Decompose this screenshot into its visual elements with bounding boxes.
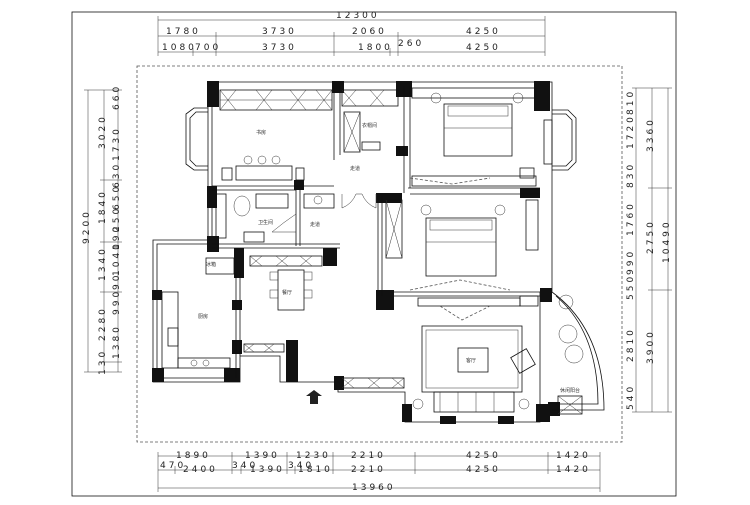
bottom-dim-8: 2400 — [183, 465, 218, 475]
top-dim-7: 3730 — [262, 43, 297, 53]
left-dim-13: 90 — [112, 273, 122, 290]
left-dimensions: 9200 3020 1840 1340 2280 130 660 1730 63… — [82, 84, 122, 375]
room-corridor2-label: 走道 — [310, 221, 320, 228]
windows — [185, 87, 605, 411]
bottom-dim-13: 2210 — [351, 465, 386, 475]
room-corridor-label: 走道 — [350, 165, 360, 172]
drawing-frame — [71, 11, 677, 497]
bottom-total-dim: 13960 — [352, 483, 396, 493]
bottom-dim-10: 1390 — [250, 465, 285, 475]
furniture — [161, 92, 584, 415]
right-dim-10: 2750 — [646, 219, 656, 254]
fridge-label: 冰箱 — [206, 261, 216, 268]
left-dim-12: 1040 — [112, 241, 122, 276]
bottom-dim-3: 1230 — [296, 451, 331, 461]
right-dim-5: 990 — [626, 249, 636, 275]
right-dim-8: 540 — [626, 384, 636, 410]
room-cloakroom-label: 衣帽间 — [362, 122, 377, 129]
top-dim-5: 1080 — [162, 43, 197, 53]
right-dim-2: 1720 — [626, 114, 636, 149]
left-dim-8: 630 — [112, 162, 122, 188]
bottom-dim-15: 1420 — [556, 465, 591, 475]
site-boundary — [136, 65, 623, 443]
right-dim-7: 2810 — [626, 327, 636, 362]
left-dim-9: 650 — [112, 184, 122, 210]
right-dimensions: 810 1720 830 1760 990 550 2810 540 3360 … — [626, 87, 672, 413]
left-dim-6: 660 — [112, 84, 122, 110]
bottom-dim-14: 4250 — [466, 465, 501, 475]
room-study-label: 书房 — [256, 129, 266, 136]
top-dim-6: 700 — [195, 43, 221, 53]
top-dim-8: 1800 — [358, 43, 393, 53]
left-dim-2: 1840 — [98, 189, 108, 224]
top-dim-9: 260 — [398, 39, 424, 49]
left-dim-7: 1730 — [112, 126, 122, 161]
bottom-dim-5: 4250 — [466, 451, 501, 461]
left-dim-14: 990 — [112, 289, 122, 315]
top-dim-3: 2060 — [352, 27, 387, 37]
left-dim-4: 2280 — [98, 306, 108, 341]
top-dim-2: 3730 — [262, 27, 297, 37]
bottom-dim-12: 1810 — [298, 465, 333, 475]
room-living-label: 客厅 — [466, 357, 476, 364]
left-dim-11: 190 — [112, 224, 122, 250]
right-dim-6: 550 — [626, 274, 636, 300]
right-dim-3: 830 — [626, 162, 636, 188]
bottom-dim-7: 470 — [160, 461, 186, 471]
bottom-dim-6: 1420 — [556, 451, 591, 461]
right-dim-9: 3360 — [646, 117, 656, 152]
left-total-dim: 9200 — [82, 209, 92, 244]
right-dim-4: 1760 — [626, 201, 636, 236]
top-dim-4: 4250 — [466, 27, 501, 37]
bottom-dim-2: 1390 — [245, 451, 280, 461]
room-bathroom-label: 卫生间 — [258, 219, 273, 226]
bottom-dim-9: 340 — [232, 461, 258, 471]
top-dimensions: 12300 1780 3730 2060 4250 1080 700 3730 … — [157, 11, 546, 56]
left-dim-1: 3020 — [98, 114, 108, 149]
room-dining-label: 餐厅 — [282, 289, 292, 296]
bottom-dim-11: 340 — [288, 461, 314, 471]
bottom-dim-1: 1890 — [176, 451, 211, 461]
top-dim-1: 1780 — [166, 27, 201, 37]
left-dim-15: 1380 — [112, 324, 122, 359]
room-balcony-label: 休闲阳台 — [560, 387, 580, 394]
right-dim-1: 810 — [626, 89, 636, 115]
entry-arrow-icon — [306, 390, 322, 404]
bottom-dim-4: 2210 — [351, 451, 386, 461]
left-dim-3: 1340 — [98, 246, 108, 281]
room-kitchen-label: 厨房 — [198, 313, 208, 320]
room-labels: 书房 衣帽间 走道 卫生间 走道 餐厅 厨房 冰箱 客厅 休闲阳台 — [198, 122, 580, 394]
right-total-dim: 10490 — [662, 219, 672, 263]
walls — [152, 81, 560, 424]
top-dim-10: 4250 — [466, 43, 501, 53]
right-dim-11: 3900 — [646, 329, 656, 364]
bottom-dimensions: 1890 1390 1230 2210 4250 1420 470 2400 3… — [157, 451, 601, 493]
top-total-dim: 12300 — [336, 11, 380, 21]
left-dim-5: 130 — [98, 349, 108, 375]
left-dim-10: 250 — [112, 206, 122, 232]
